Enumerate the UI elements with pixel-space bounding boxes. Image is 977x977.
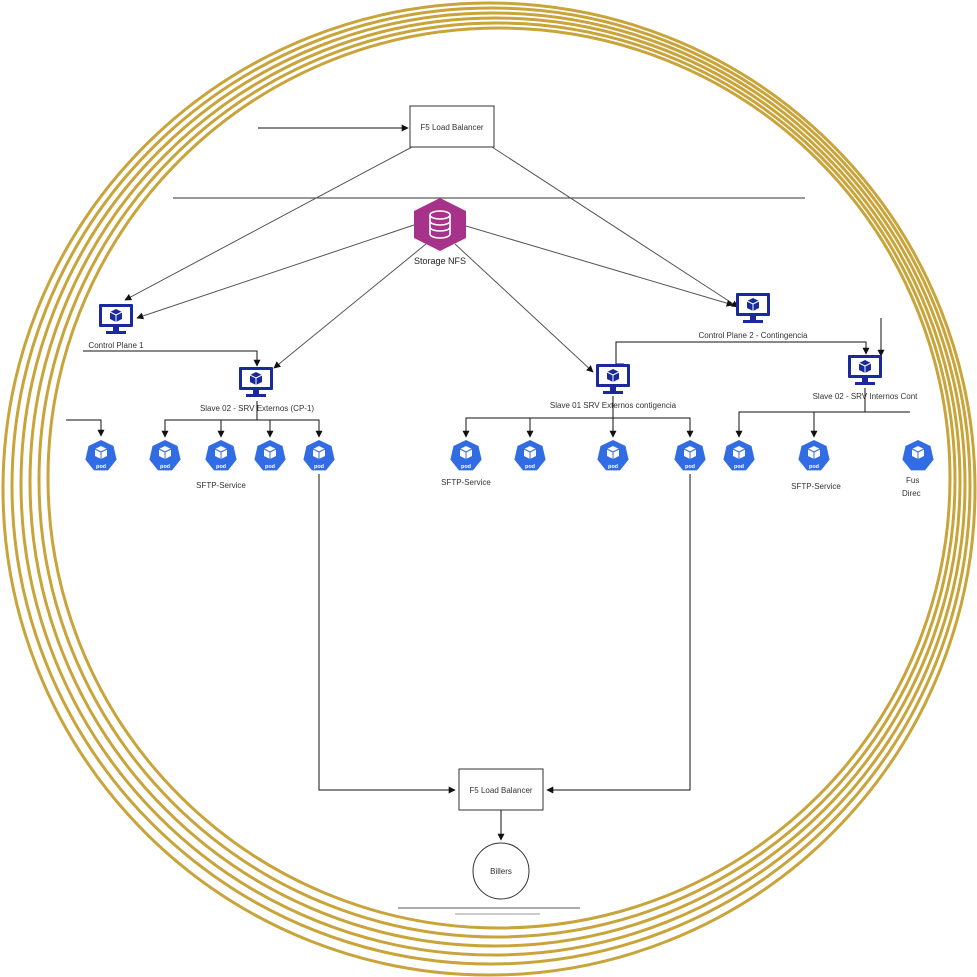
pod-right-3-cut[interactable] bbox=[901, 439, 935, 471]
cp2-connector-edge bbox=[615, 341, 870, 364]
storage-nfs-label: Storage NFS bbox=[414, 256, 466, 266]
control-plane-1-label: Control Plane 1 bbox=[88, 341, 144, 350]
pod-middle-3[interactable]: pod bbox=[596, 439, 630, 471]
computer-monitor-cube-icon bbox=[238, 366, 274, 398]
pod-label: pod bbox=[216, 464, 226, 470]
bottom-load-balancer[interactable]: F5 Load Balancer bbox=[458, 768, 544, 811]
billers-label: Billers bbox=[490, 867, 512, 876]
pod-middle-2[interactable]: pod bbox=[513, 439, 547, 471]
right-pod-branches bbox=[735, 388, 910, 438]
kubernetes-pod-icon bbox=[901, 439, 935, 471]
control-plane-2-label: Control Plane 2 - Contingencia bbox=[699, 331, 809, 340]
storage-to-slave-middle-edge bbox=[454, 243, 594, 373]
pod-label: pod bbox=[314, 464, 324, 470]
middle-pod-branches bbox=[462, 396, 694, 438]
pod-left-3[interactable]: pod bbox=[204, 439, 238, 471]
computer-monitor-cube-icon bbox=[847, 354, 883, 386]
pod-middle-to-bottom-lb-edge bbox=[546, 474, 691, 794]
pod-left-5[interactable]: pod bbox=[302, 439, 336, 471]
pod-middle-1[interactable]: pod bbox=[449, 439, 483, 471]
top-load-balancer-label: F5 Load Balancer bbox=[420, 123, 483, 132]
storage-to-cp2-edge bbox=[465, 225, 734, 307]
pod-right-2[interactable]: pod bbox=[797, 439, 831, 471]
control-plane-1[interactable]: Control Plane 1 bbox=[88, 303, 144, 350]
sftp-service-left-label: SFTP-Service bbox=[196, 481, 246, 490]
computer-monitor-cube-icon bbox=[595, 363, 631, 395]
pod-label: pod bbox=[265, 464, 275, 470]
computer-monitor-cube-icon bbox=[735, 292, 771, 324]
sftp-service-middle-label: SFTP-Service bbox=[441, 478, 491, 487]
pod-label: pod bbox=[608, 464, 618, 470]
pod-left-4[interactable]: pod bbox=[253, 439, 287, 471]
cp1-to-slave-left-edge bbox=[83, 350, 261, 367]
pod-left-1[interactable]: pod bbox=[84, 439, 118, 471]
pod-right-1[interactable]: pod bbox=[722, 439, 756, 471]
storage-nfs[interactable]: Storage NFS bbox=[414, 198, 466, 266]
pod-label: pod bbox=[461, 464, 471, 470]
top-load-balancer[interactable]: F5 Load Balancer bbox=[409, 105, 495, 148]
cut-off-label-2: Direc bbox=[902, 489, 921, 498]
pod-label: pod bbox=[525, 464, 535, 470]
storage-to-slave-left-edge bbox=[273, 243, 427, 369]
computer-monitor-cube-icon bbox=[98, 303, 134, 335]
pod-middle-4[interactable]: pod bbox=[673, 439, 707, 471]
cut-off-label-1: Fus bbox=[906, 476, 919, 485]
pod-left-to-bottom-lb-edge bbox=[318, 474, 456, 794]
billers-node[interactable]: Billers bbox=[472, 842, 530, 900]
pod-label: pod bbox=[96, 464, 106, 470]
lb-to-cp2-edge bbox=[491, 146, 739, 308]
sftp-service-right-label: SFTP-Service bbox=[791, 482, 841, 491]
bottom-load-balancer-label: F5 Load Balancer bbox=[469, 786, 532, 795]
control-plane-2[interactable]: Control Plane 2 - Contingencia bbox=[699, 292, 809, 340]
storage-to-cp1-edge bbox=[136, 224, 415, 320]
left-pod-branches bbox=[66, 401, 323, 438]
lb-to-cp1-edge bbox=[124, 146, 413, 301]
pod-left-2[interactable]: pod bbox=[148, 439, 182, 471]
pod-label: pod bbox=[734, 464, 744, 470]
pod-label: pod bbox=[809, 464, 819, 470]
pod-label: pod bbox=[160, 464, 170, 470]
pod-label: pod bbox=[685, 464, 695, 470]
